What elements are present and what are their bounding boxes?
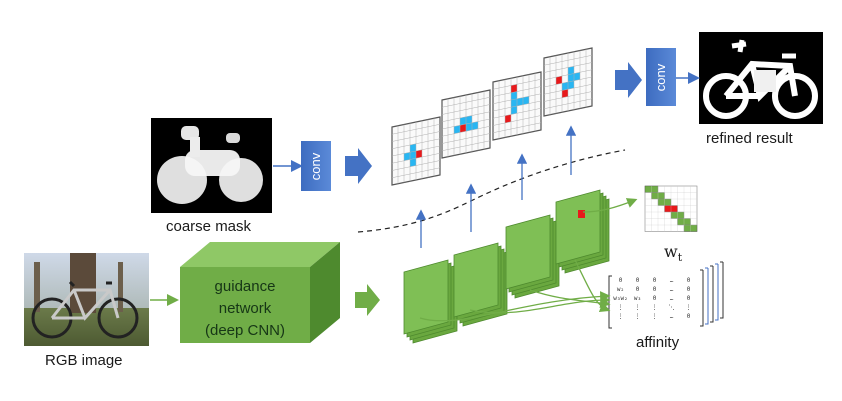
affinity-layer-bracket xyxy=(710,265,714,323)
matrix-cell: 0 xyxy=(652,295,657,302)
matrix-cell: w₃ xyxy=(633,295,642,302)
matrix-cell: 0 xyxy=(686,277,691,284)
matrix-cell: 0 xyxy=(686,295,691,302)
guidance-line-1: guidance xyxy=(214,278,276,295)
feature-layer-stack-2 xyxy=(453,242,508,327)
guidance-line-2: network xyxy=(218,300,272,317)
guidance-line-3: (deep CNN) xyxy=(204,322,286,339)
matrix-row: ⋮ ⋮ ⋮ … 0 xyxy=(612,312,700,321)
propagation-grid-1 xyxy=(391,116,441,186)
affinity-layer-bracket xyxy=(715,263,719,321)
coarse-mask-label: coarse mask xyxy=(166,218,252,235)
rgb-image xyxy=(24,253,149,346)
conv-label-2: conv xyxy=(653,63,669,91)
matrix-cell: w₃w₂ xyxy=(613,295,628,302)
matrix-cell: ⋮ xyxy=(634,304,641,311)
propagation-grid-4 xyxy=(543,47,593,117)
affinity-layer-bracket xyxy=(720,261,724,319)
matrix-cell: ⋮ xyxy=(651,313,658,320)
conv-box-1: conv xyxy=(301,141,331,191)
guidance-network-label: guidance network (deep CNN) xyxy=(175,276,315,342)
conv-label-1: conv xyxy=(308,152,324,180)
feature-layer-stack-1 xyxy=(403,259,458,344)
affinity-label: affinity xyxy=(636,334,680,351)
matrix-cell: … xyxy=(669,295,674,302)
propagation-grid-3 xyxy=(492,71,542,141)
matrix-cell: 0 xyxy=(652,286,657,293)
guidance-network-box xyxy=(180,242,340,343)
affinity-layer-bracket xyxy=(705,267,709,325)
conv-box-2: conv xyxy=(646,48,676,106)
propagation-grid-2 xyxy=(441,89,491,159)
matrix-row: w₂ 0 0 … 0 xyxy=(612,285,700,294)
refined-result-label: refined result xyxy=(706,130,793,147)
matrix-cell: 0 xyxy=(618,277,623,284)
matrix-row: w₃w₂ w₃ 0 … 0 xyxy=(612,294,700,303)
layer-to-affinity-arrow-2 xyxy=(469,294,611,314)
separator-curve xyxy=(357,149,626,233)
matrix-cell: 0 xyxy=(686,286,691,293)
refined-result-image xyxy=(699,32,823,124)
matrix-cell: … xyxy=(669,277,674,284)
feature-layer-stack-4 xyxy=(555,189,610,274)
rgb-image-label: RGB image xyxy=(45,352,123,369)
matrix-row: ⋮ ⋮ ⋮ ⋱ ⋮ xyxy=(612,303,700,312)
matrix-cell: 0 xyxy=(635,286,640,293)
matrix-cell: … xyxy=(669,286,674,293)
matrix-cell: ⋱ xyxy=(668,304,675,311)
big-arrow-2 xyxy=(615,62,642,98)
feature-layer-stack-3 xyxy=(505,214,560,299)
matrix-cell: ⋮ xyxy=(634,313,641,320)
big-arrow-1 xyxy=(345,148,372,184)
matrix-cell: ⋮ xyxy=(685,304,692,311)
big-arrow-green xyxy=(355,284,380,316)
matrix-cell: ⋮ xyxy=(651,304,658,311)
w-t-sub: t xyxy=(677,251,683,265)
matrix-cell: w₂ xyxy=(616,286,625,293)
matrix-cell: ⋮ xyxy=(617,313,624,320)
matrix-cell: 0 xyxy=(686,313,691,320)
coarse-mask-image xyxy=(151,118,272,213)
matrix-cell: 0 xyxy=(635,277,640,284)
w-t-base: w xyxy=(664,242,678,261)
affinity-matrix: 0 0 0 … 0 w₂ 0 0 … 0 w₃w₂ w₃ 0 … 0 ⋮ ⋮ ⋮ ⋱ ⋮ ⋮ ⋮ ⋮ … 0 xyxy=(612,276,700,321)
layer-to-affinity-arrow-4 xyxy=(574,259,611,313)
matrix-row: 0 0 0 … 0 xyxy=(612,276,700,285)
w-t-label: wt xyxy=(664,242,682,264)
matrix-cell: … xyxy=(669,313,674,320)
matrix-cell: 0 xyxy=(652,277,657,284)
selected-pixel xyxy=(578,210,585,218)
affinity-layer-bracket xyxy=(700,269,704,327)
pixel-to-wt-arrow xyxy=(582,198,638,213)
matrix-cell: ⋮ xyxy=(617,304,624,311)
